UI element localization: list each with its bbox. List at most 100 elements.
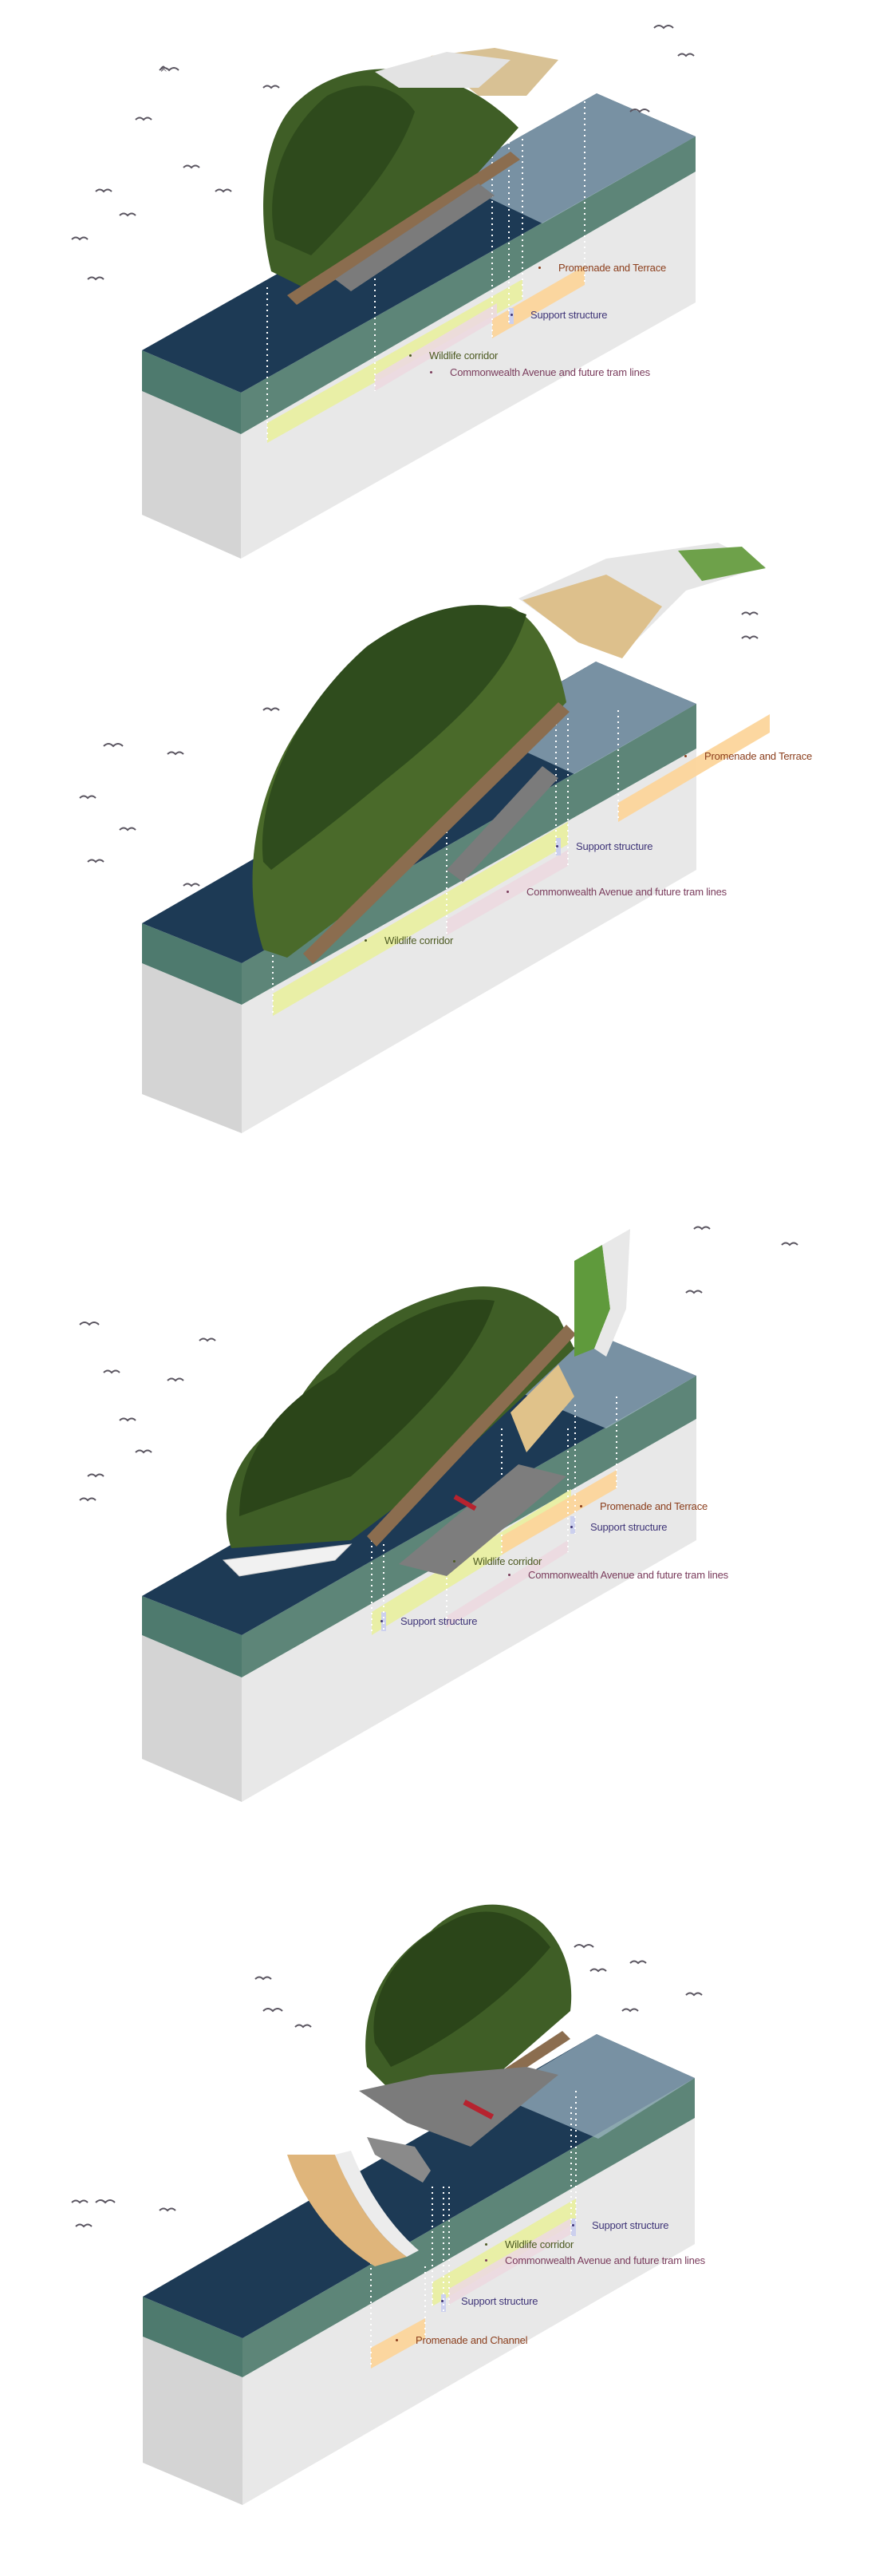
band-promenade: [618, 714, 770, 822]
block-front-face: [242, 2118, 695, 2505]
label-support-structure: Support structure: [556, 840, 653, 853]
bullet-icon: [396, 2339, 398, 2342]
tram-left: [453, 1494, 477, 1511]
label-promenade-and-terrace: Promenade and Terrace: [580, 1500, 708, 1513]
bullet-icon: [441, 2300, 444, 2303]
label-commonwealth-avenue: Commonwealth Avenue and future tram line…: [508, 1569, 728, 1582]
band-support-lower: [381, 1612, 386, 1631]
option-1-panel: ᨑ: [0, 0, 887, 575]
band-support-upper: [570, 1516, 575, 1534]
label-wildlife-corridor: Wildlife corridor: [453, 1555, 542, 1568]
terrace-wall: [511, 1365, 574, 1452]
block-front-face: [242, 749, 696, 1133]
block-left-face: [142, 963, 242, 1133]
bullet-icon: [572, 2224, 574, 2227]
block-left-face: [142, 391, 241, 559]
label-wildlife-corridor: Wildlife corridor: [485, 2238, 574, 2251]
road-deck: [335, 184, 495, 291]
tram: [463, 2099, 495, 2120]
promenade-channel-deck: [287, 2155, 407, 2266]
band-promenade: [371, 2318, 425, 2369]
option-2-panel: [0, 511, 887, 1149]
terrace-deck: [522, 575, 662, 658]
road-deck: [399, 1464, 566, 1576]
option-1-diagram: ᨑ: [71, 25, 696, 559]
option-4-panel: [0, 1867, 887, 2576]
bullet-icon: [508, 1574, 511, 1577]
bank-texture-left: [143, 2297, 242, 2377]
label-promenade-and-terrace: Promenade and Terrace: [538, 262, 666, 275]
band-promenade: [502, 1470, 617, 1555]
bird-icons: [71, 25, 695, 281]
label-support-structure: Support structure: [570, 1521, 668, 1534]
terrace-roof: [375, 52, 511, 88]
label-wildlife-corridor: Wildlife corridor: [409, 350, 498, 362]
band-promenade: [492, 266, 585, 338]
bullet-icon: [430, 371, 432, 374]
bullet-icon: [365, 939, 367, 942]
label-wildlife-corridor: Wildlife corridor: [365, 934, 453, 947]
bullet-icon: [485, 2243, 487, 2246]
label-promenade-and-channel: Promenade and Channel: [396, 2334, 528, 2347]
bird-icons: [79, 611, 759, 887]
gabion-wall: [222, 1543, 353, 1577]
band-commonwealth: [375, 303, 497, 391]
terrace-shell: [594, 1229, 630, 1357]
option-3-panel: [0, 1149, 887, 1804]
promenade-channel-walk: [335, 2151, 419, 2257]
bullet-icon: [580, 1505, 582, 1508]
green-roof: [574, 1245, 610, 1357]
soil-section: [287, 152, 520, 305]
tree-canopy: [262, 605, 526, 870]
option-4-diagram: [71, 1904, 703, 2505]
road-deck: [447, 766, 558, 882]
bird-icons: [79, 1226, 798, 1502]
band-commonwealth: [449, 2218, 570, 2305]
band-wildlife: [273, 822, 568, 1016]
tree-canopy: [272, 85, 415, 256]
bank-texture-left: [142, 923, 242, 1005]
bullet-icon: [570, 1526, 573, 1529]
option-3-diagram: [79, 1226, 798, 1802]
label-promenade-and-terrace: Promenade and Terrace: [684, 750, 812, 763]
band-support-upper: [571, 2218, 576, 2236]
bullet-icon: [538, 267, 541, 270]
label-commonwealth-avenue: Commonwealth Avenue and future tram line…: [507, 886, 727, 899]
river-water-far: [495, 2034, 695, 2139]
block-left-face: [142, 1635, 242, 1802]
bank-texture-left: [142, 350, 241, 434]
projection-lines: [370, 2091, 577, 2369]
label-support-structure: Support structure: [572, 2219, 669, 2232]
band-commonwealth: [447, 1540, 568, 1628]
bullet-icon: [511, 314, 513, 317]
bank-texture-left: [142, 1596, 242, 1677]
band-wildlife: [267, 279, 522, 443]
label-commonwealth-avenue: Commonwealth Avenue and future tram line…: [485, 2254, 705, 2267]
band-support: [556, 838, 561, 855]
label-commonwealth-avenue: Commonwealth Avenue and future tram line…: [430, 366, 650, 379]
bullet-icon: [507, 891, 509, 894]
bird-icons: [71, 1944, 703, 2228]
terrace-green: [678, 547, 766, 581]
label-support-structure-lower: Support structure: [441, 2295, 538, 2308]
road-deck: [359, 2067, 558, 2147]
band-support-lower: [441, 2294, 446, 2312]
label-support-structure: Support structure: [511, 309, 608, 322]
label-support-structure-lower: Support structure: [380, 1615, 478, 1628]
river-water-far: [447, 93, 696, 223]
soil-section: [367, 1325, 576, 1547]
block-left-face: [143, 2337, 242, 2505]
soil-section: [303, 702, 570, 964]
bullet-icon: [684, 755, 687, 758]
bank-texture-front: [241, 136, 696, 434]
option-2-diagram: [79, 543, 770, 1133]
bullet-icon: [453, 1560, 455, 1563]
tree-canopy: [373, 1911, 550, 2067]
bullet-icon: [409, 354, 412, 358]
bank-texture-front: [242, 2078, 695, 2377]
bullet-icon: [556, 845, 558, 848]
bullet-icon: [485, 2259, 487, 2262]
support-beam: [367, 2137, 431, 2183]
tree-canopy: [239, 1299, 495, 1516]
bullet-icon: [380, 1620, 383, 1623]
